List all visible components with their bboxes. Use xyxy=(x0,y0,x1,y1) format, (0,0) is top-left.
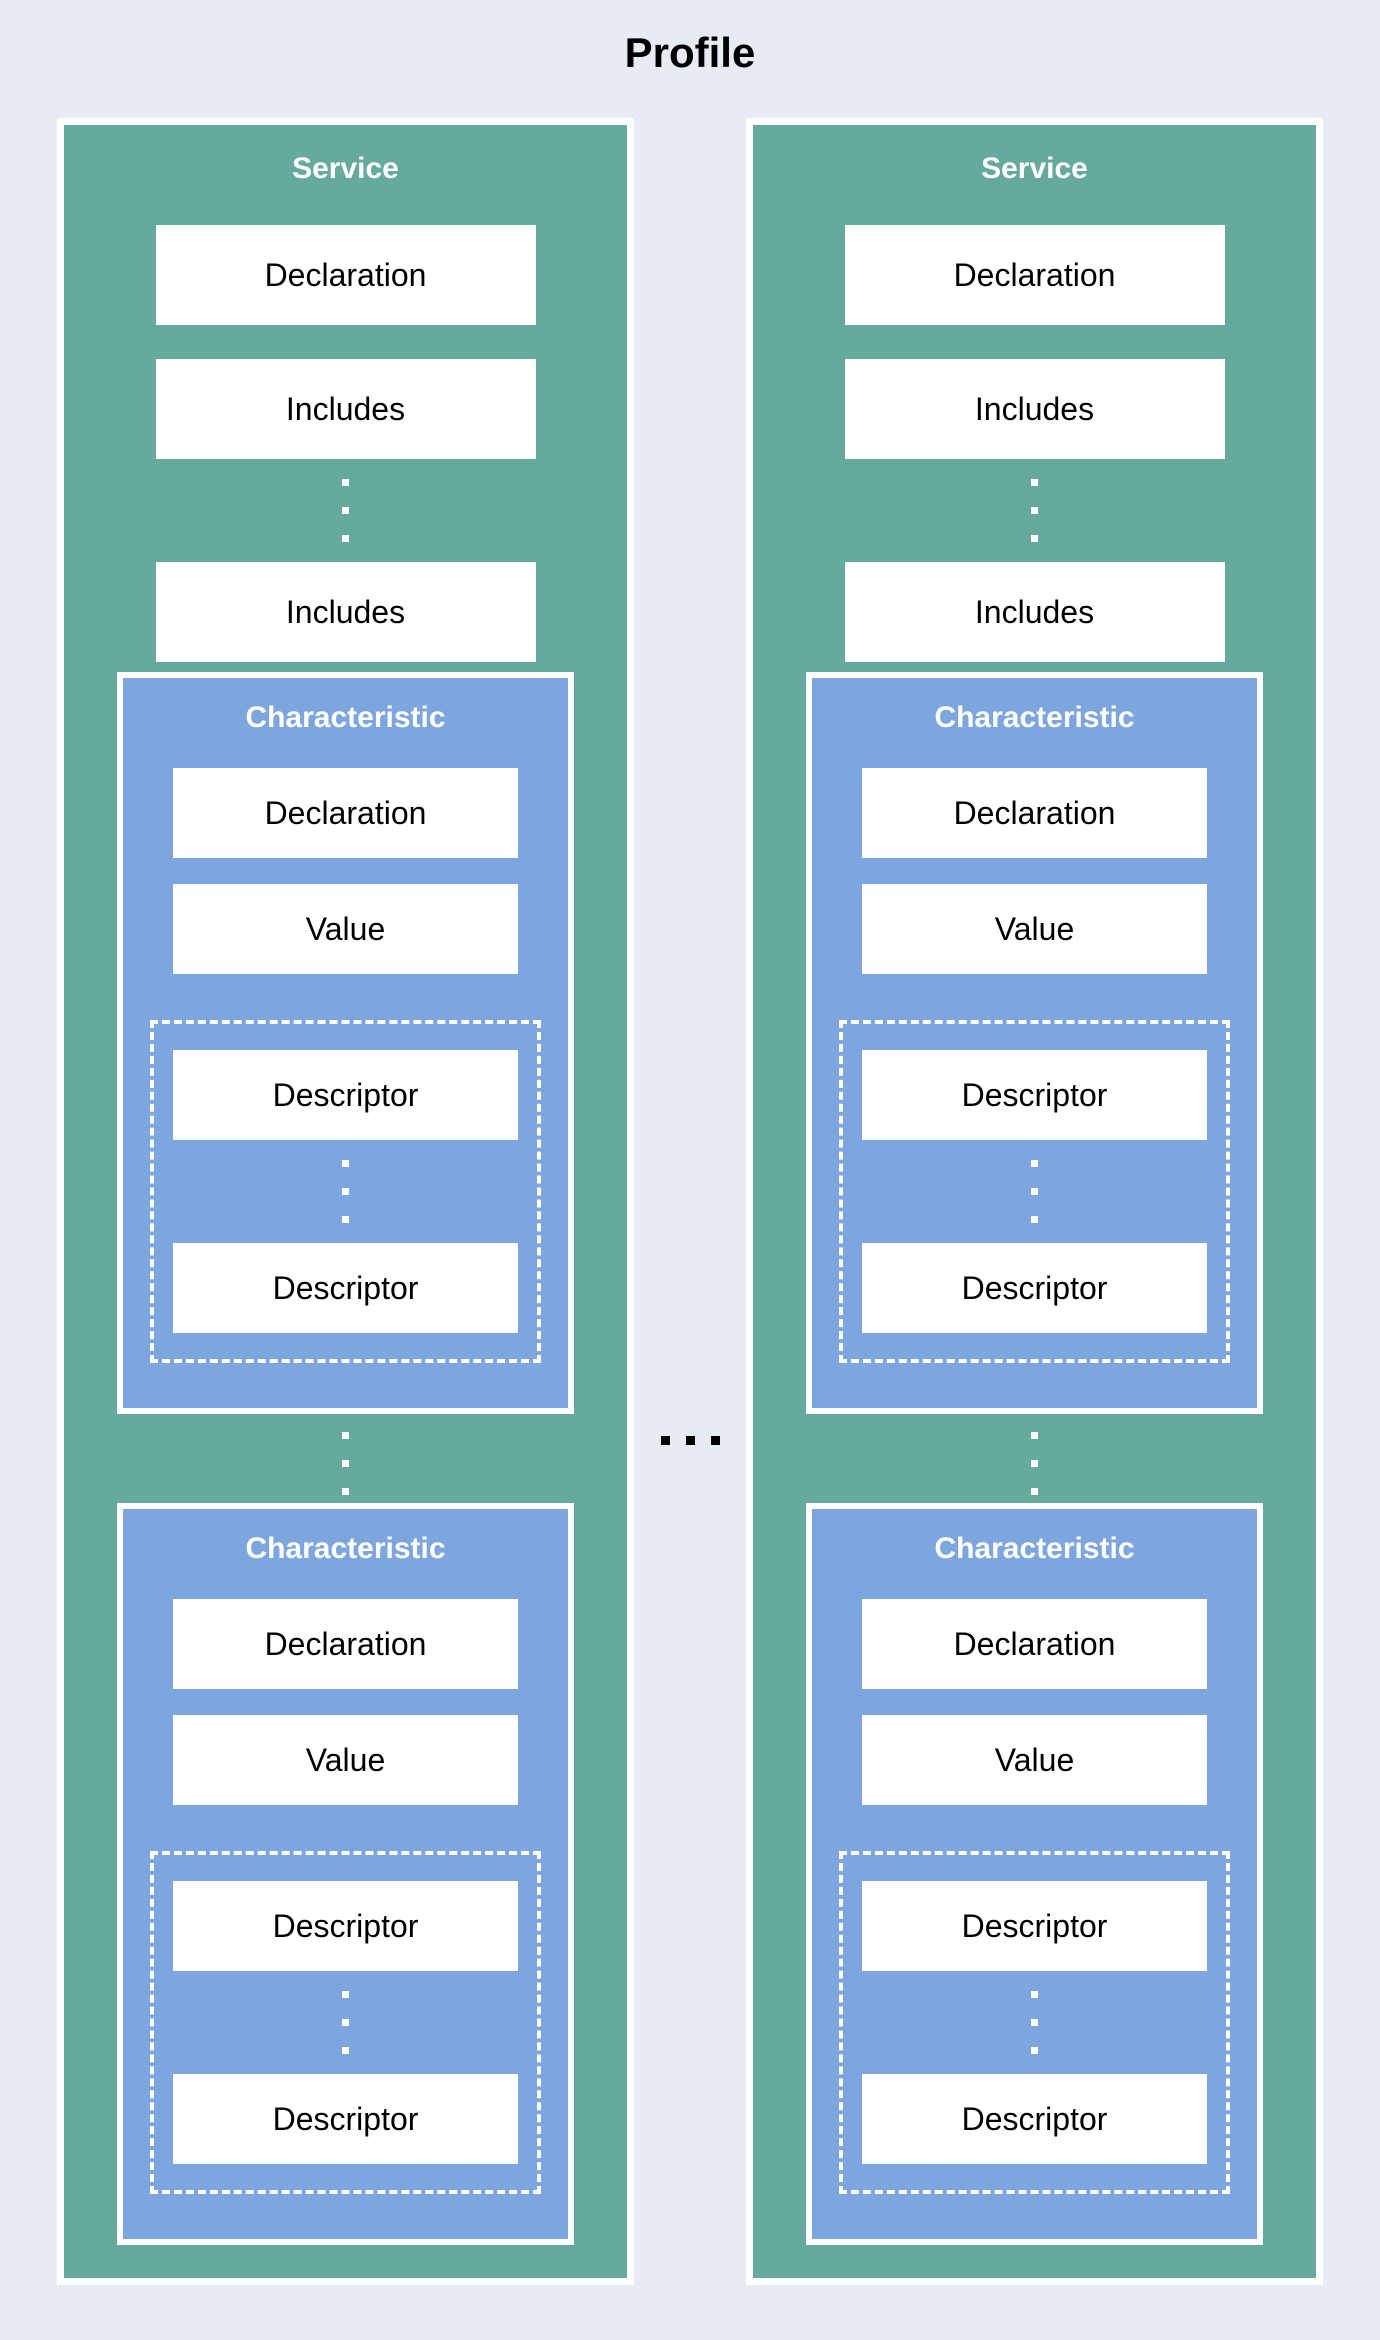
dot xyxy=(342,1488,349,1495)
descriptor-box: Descriptor xyxy=(173,1050,518,1140)
page-title: Profile xyxy=(624,29,756,76)
descriptor-box: Descriptor xyxy=(862,1881,1207,1971)
dot xyxy=(660,1435,670,1445)
dot xyxy=(1031,1460,1038,1467)
vertical-ellipsis-dots xyxy=(1031,1991,1038,2054)
service-title: Service xyxy=(981,152,1088,185)
dot xyxy=(1031,2047,1038,2054)
dot xyxy=(1031,2019,1038,2026)
service-box-right: Service Declaration Includes Includes Ch… xyxy=(746,118,1323,2285)
dot xyxy=(685,1435,695,1445)
services-row: Service Declaration Includes Includes Ch… xyxy=(57,118,1323,2285)
vertical-ellipsis-dots xyxy=(342,1160,349,1223)
service-declaration-box: Declaration xyxy=(844,225,1225,325)
vertical-ellipsis-dots xyxy=(342,479,349,542)
dot xyxy=(342,1432,349,1439)
dot xyxy=(1031,1991,1038,1998)
descriptor-box: Descriptor xyxy=(173,1881,518,1971)
characteristic-declaration-box: Declaration xyxy=(862,1599,1207,1689)
dot xyxy=(342,535,349,542)
dot xyxy=(1031,535,1038,542)
dot xyxy=(342,1160,349,1167)
descriptor-group: Descriptor Descriptor xyxy=(839,1851,1230,2194)
characteristic-box: Characteristic Declaration Value Descrip… xyxy=(117,672,574,1414)
vertical-ellipsis-dots xyxy=(342,1432,349,1495)
service-includes-box: Includes xyxy=(844,562,1225,662)
descriptor-box: Descriptor xyxy=(862,2074,1207,2164)
dot xyxy=(1031,1160,1038,1167)
characteristic-declaration-box: Declaration xyxy=(173,768,518,858)
vertical-ellipsis-dots xyxy=(1031,479,1038,542)
vertical-ellipsis-dots xyxy=(1031,1160,1038,1223)
characteristic-declaration-box: Declaration xyxy=(862,768,1207,858)
dot xyxy=(1031,1188,1038,1195)
descriptor-group: Descriptor Descriptor xyxy=(150,1851,541,2194)
descriptor-group: Descriptor Descriptor xyxy=(150,1020,541,1363)
characteristic-value-box: Value xyxy=(173,884,518,974)
characteristic-title: Characteristic xyxy=(934,701,1135,734)
dot xyxy=(1031,479,1038,486)
descriptor-box: Descriptor xyxy=(862,1243,1207,1333)
characteristic-value-box: Value xyxy=(862,884,1207,974)
dot xyxy=(1031,1216,1038,1223)
service-includes-box: Includes xyxy=(155,562,536,662)
dot xyxy=(342,1991,349,1998)
dot xyxy=(1031,1488,1038,1495)
characteristic-box: Characteristic Declaration Value Descrip… xyxy=(806,1503,1263,2245)
service-title: Service xyxy=(292,152,399,185)
dot xyxy=(710,1435,720,1445)
dot xyxy=(342,1460,349,1467)
service-includes-box: Includes xyxy=(844,359,1225,459)
characteristic-title: Characteristic xyxy=(934,1532,1135,1565)
dot xyxy=(342,2019,349,2026)
dot xyxy=(342,1216,349,1223)
dot xyxy=(1031,507,1038,514)
characteristic-box: Characteristic Declaration Value Descrip… xyxy=(806,672,1263,1414)
characteristic-title: Characteristic xyxy=(245,701,446,734)
dot xyxy=(342,507,349,514)
characteristic-value-box: Value xyxy=(862,1715,1207,1805)
descriptor-box: Descriptor xyxy=(173,1243,518,1333)
descriptor-box: Descriptor xyxy=(173,2074,518,2164)
service-includes-box: Includes xyxy=(155,359,536,459)
vertical-ellipsis-dots xyxy=(1031,1432,1038,1495)
characteristic-title: Characteristic xyxy=(245,1532,446,1565)
dot xyxy=(342,2047,349,2054)
service-declaration-box: Declaration xyxy=(155,225,536,325)
descriptor-group: Descriptor Descriptor xyxy=(839,1020,1230,1363)
characteristic-value-box: Value xyxy=(173,1715,518,1805)
service-box-left: Service Declaration Includes Includes Ch… xyxy=(57,118,634,2285)
dot xyxy=(342,479,349,486)
descriptor-box: Descriptor xyxy=(862,1050,1207,1140)
dot xyxy=(1031,1432,1038,1439)
vertical-ellipsis-dots xyxy=(342,1991,349,2054)
characteristic-box: Characteristic Declaration Value Descrip… xyxy=(117,1503,574,2245)
characteristic-declaration-box: Declaration xyxy=(173,1599,518,1689)
horizontal-ellipsis-dots xyxy=(634,1430,746,1450)
dot xyxy=(342,1188,349,1195)
